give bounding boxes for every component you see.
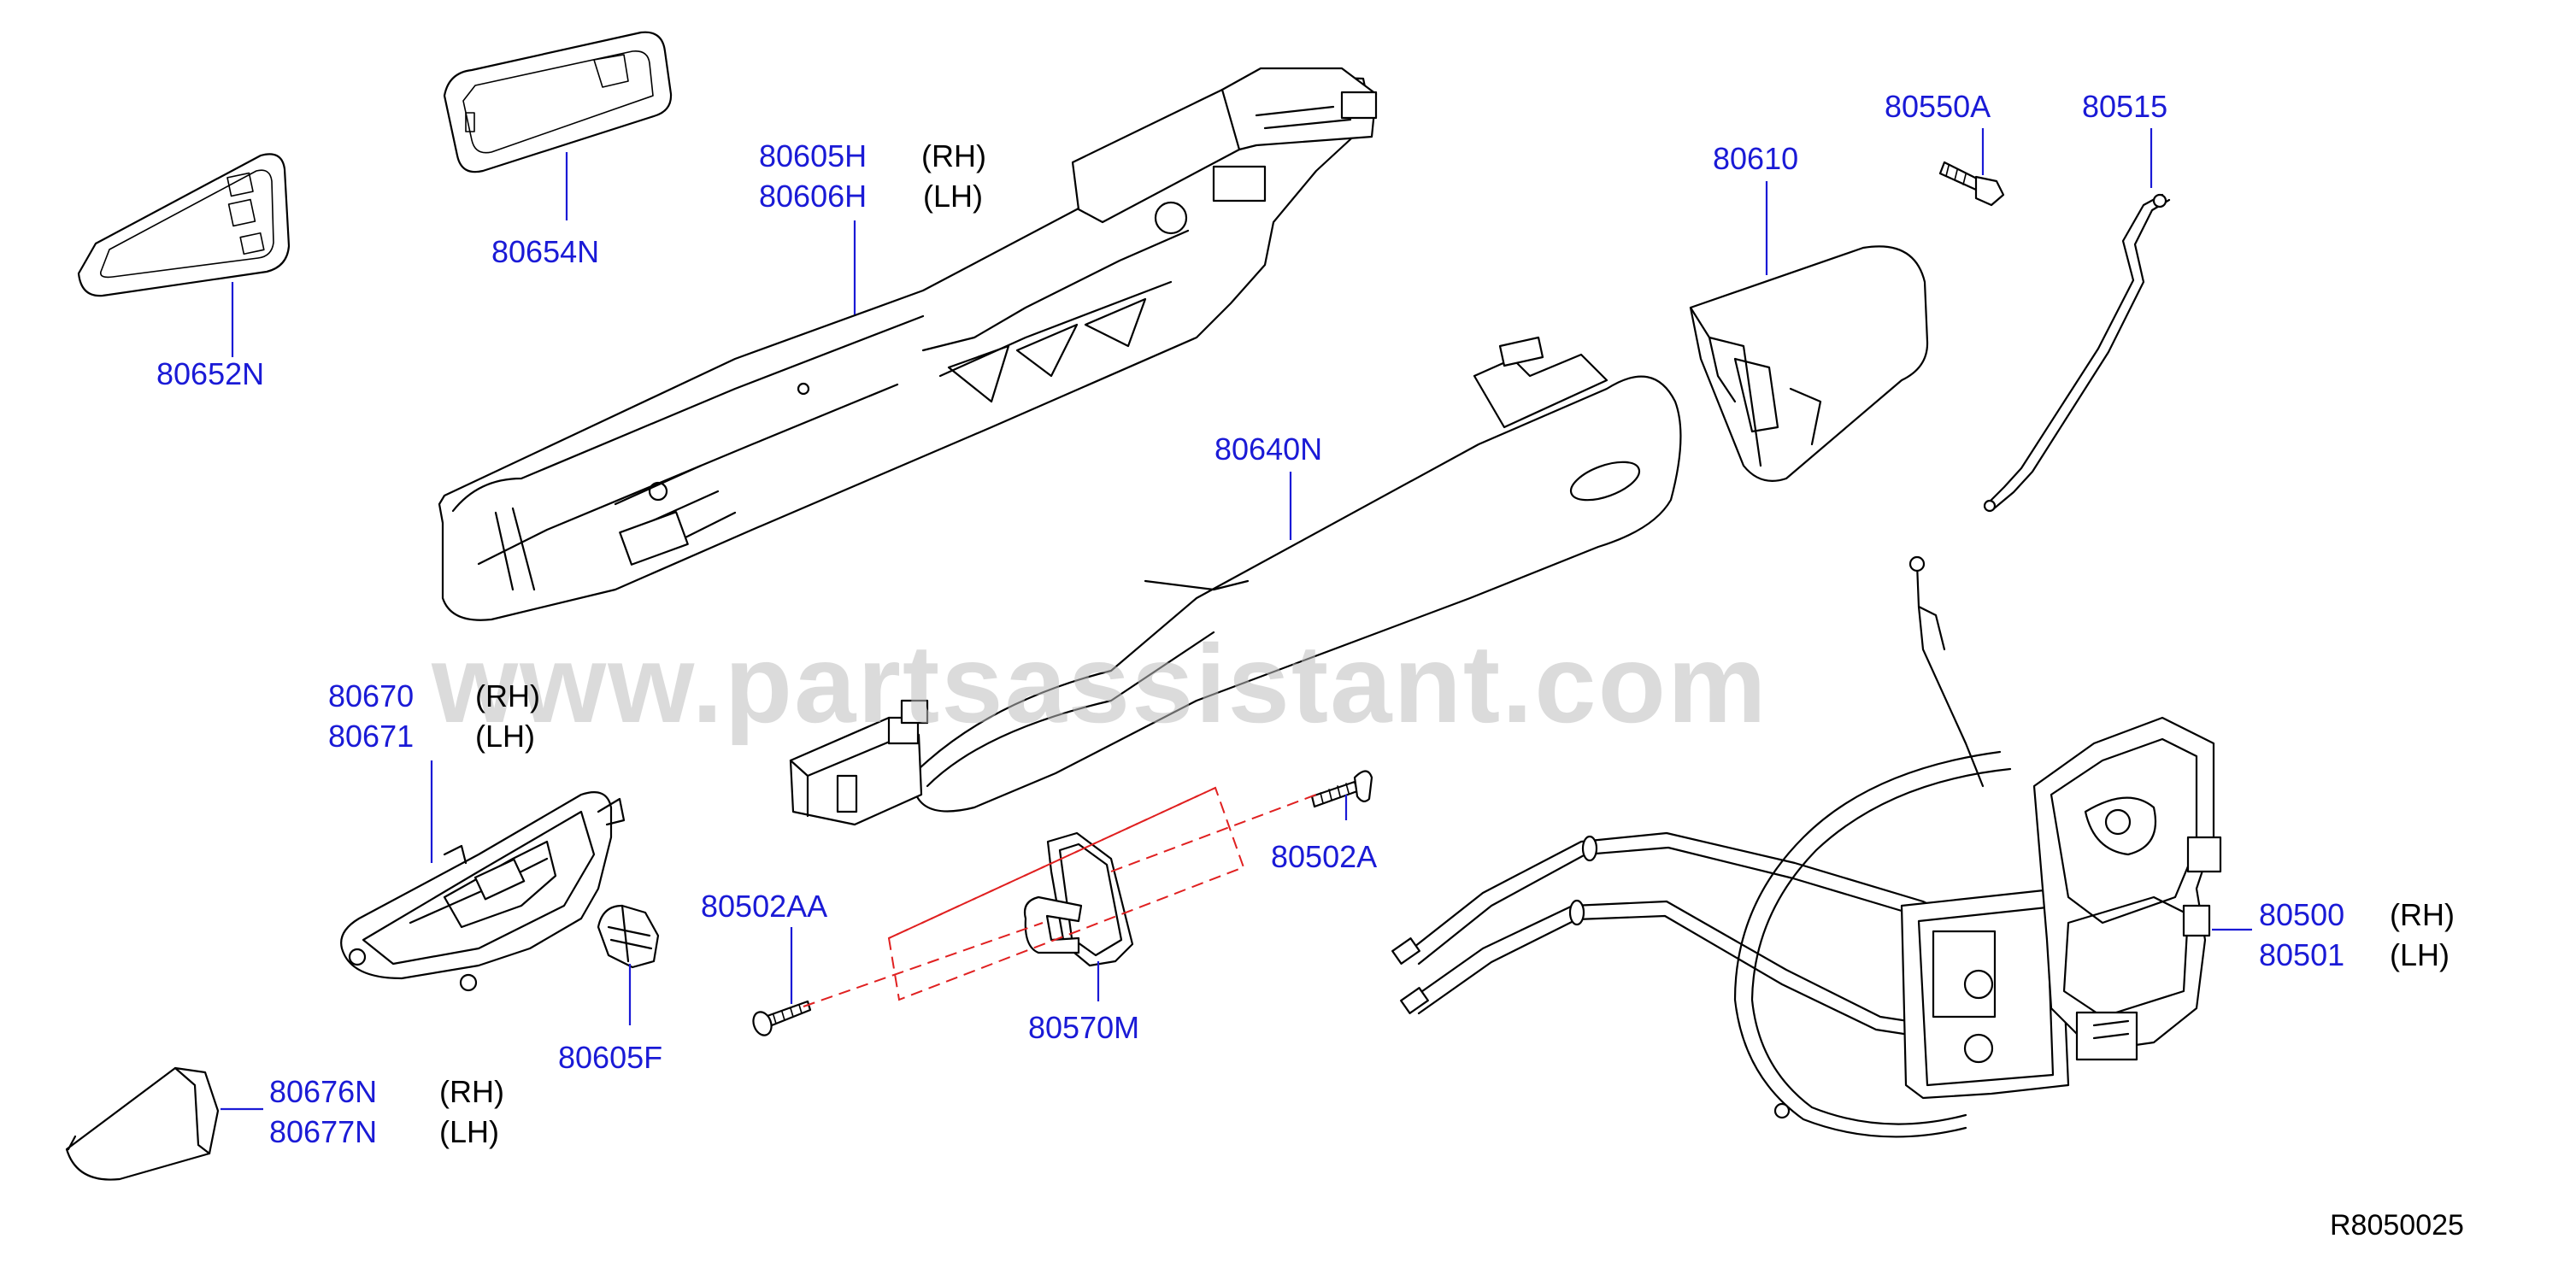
part-label-80570M[interactable]: 80570M [1028,1010,1139,1045]
handle-frame-80605H-drawing [438,67,1378,621]
side-label-80670: (RH) [475,678,540,713]
part-label-80605H[interactable]: 80605H [759,138,867,173]
screw-80502A-drawing [1310,770,1373,808]
escutcheon-80652N-drawing [77,153,291,297]
side-label-80501: (LH) [2390,937,2450,972]
part-label-80606H[interactable]: 80606H [759,179,867,214]
leader-lines [221,128,2252,1111]
part-label-80501[interactable]: 80501 [2259,937,2344,972]
end-cap-80610-drawing [1689,245,1929,482]
part-label-80502AA[interactable]: 80502AA [701,889,827,924]
side-label-80605H: (RH) [921,138,986,173]
part-label-80605F[interactable]: 80605F [558,1040,662,1075]
side-label-80676N: (RH) [439,1074,504,1109]
diagram-reference-code: R8050025 [2330,1209,2464,1242]
part-label-80610[interactable]: 80610 [1713,141,1798,176]
side-label-80606H: (LH) [923,179,983,214]
part-label-80550A[interactable]: 80550A [1885,89,1991,124]
part-label-80677N[interactable]: 80677N [269,1114,377,1149]
gasket-80654N-drawing [443,31,673,173]
outside-handle-80640N-drawing [789,336,1682,826]
part-label-80654N[interactable]: 80654N [491,234,599,269]
dashed-assembly-lines [803,786,1317,1007]
inside-handle-80670-drawing [340,791,626,992]
clip-80605F-drawing [597,904,660,969]
cover-80676N-drawing [65,1066,220,1181]
part-label-80502A[interactable]: 80502A [1271,839,1377,874]
screw-80502AA-drawing [752,1000,812,1036]
part-label-80515[interactable]: 80515 [2082,89,2167,124]
watermark-text: www.partsassistant.com [431,621,1768,746]
part-label-80671[interactable]: 80671 [328,719,414,754]
door-lock-80500-drawing [1391,555,2222,1138]
side-label-80677N: (LH) [439,1114,499,1149]
striker-80570M-drawing [1023,831,1134,967]
part-label-80500[interactable]: 80500 [2259,897,2344,932]
rod-80515-drawing [1983,193,2171,513]
part-label-80670[interactable]: 80670 [328,678,414,713]
part-label-80676N[interactable]: 80676N [269,1074,377,1109]
screw-80550A-drawing [1938,161,2005,207]
side-label-80500: (RH) [2390,897,2455,932]
side-label-80671: (LH) [475,719,535,754]
part-label-80640N[interactable]: 80640N [1214,431,1322,467]
part-label-80652N[interactable]: 80652N [156,356,264,391]
